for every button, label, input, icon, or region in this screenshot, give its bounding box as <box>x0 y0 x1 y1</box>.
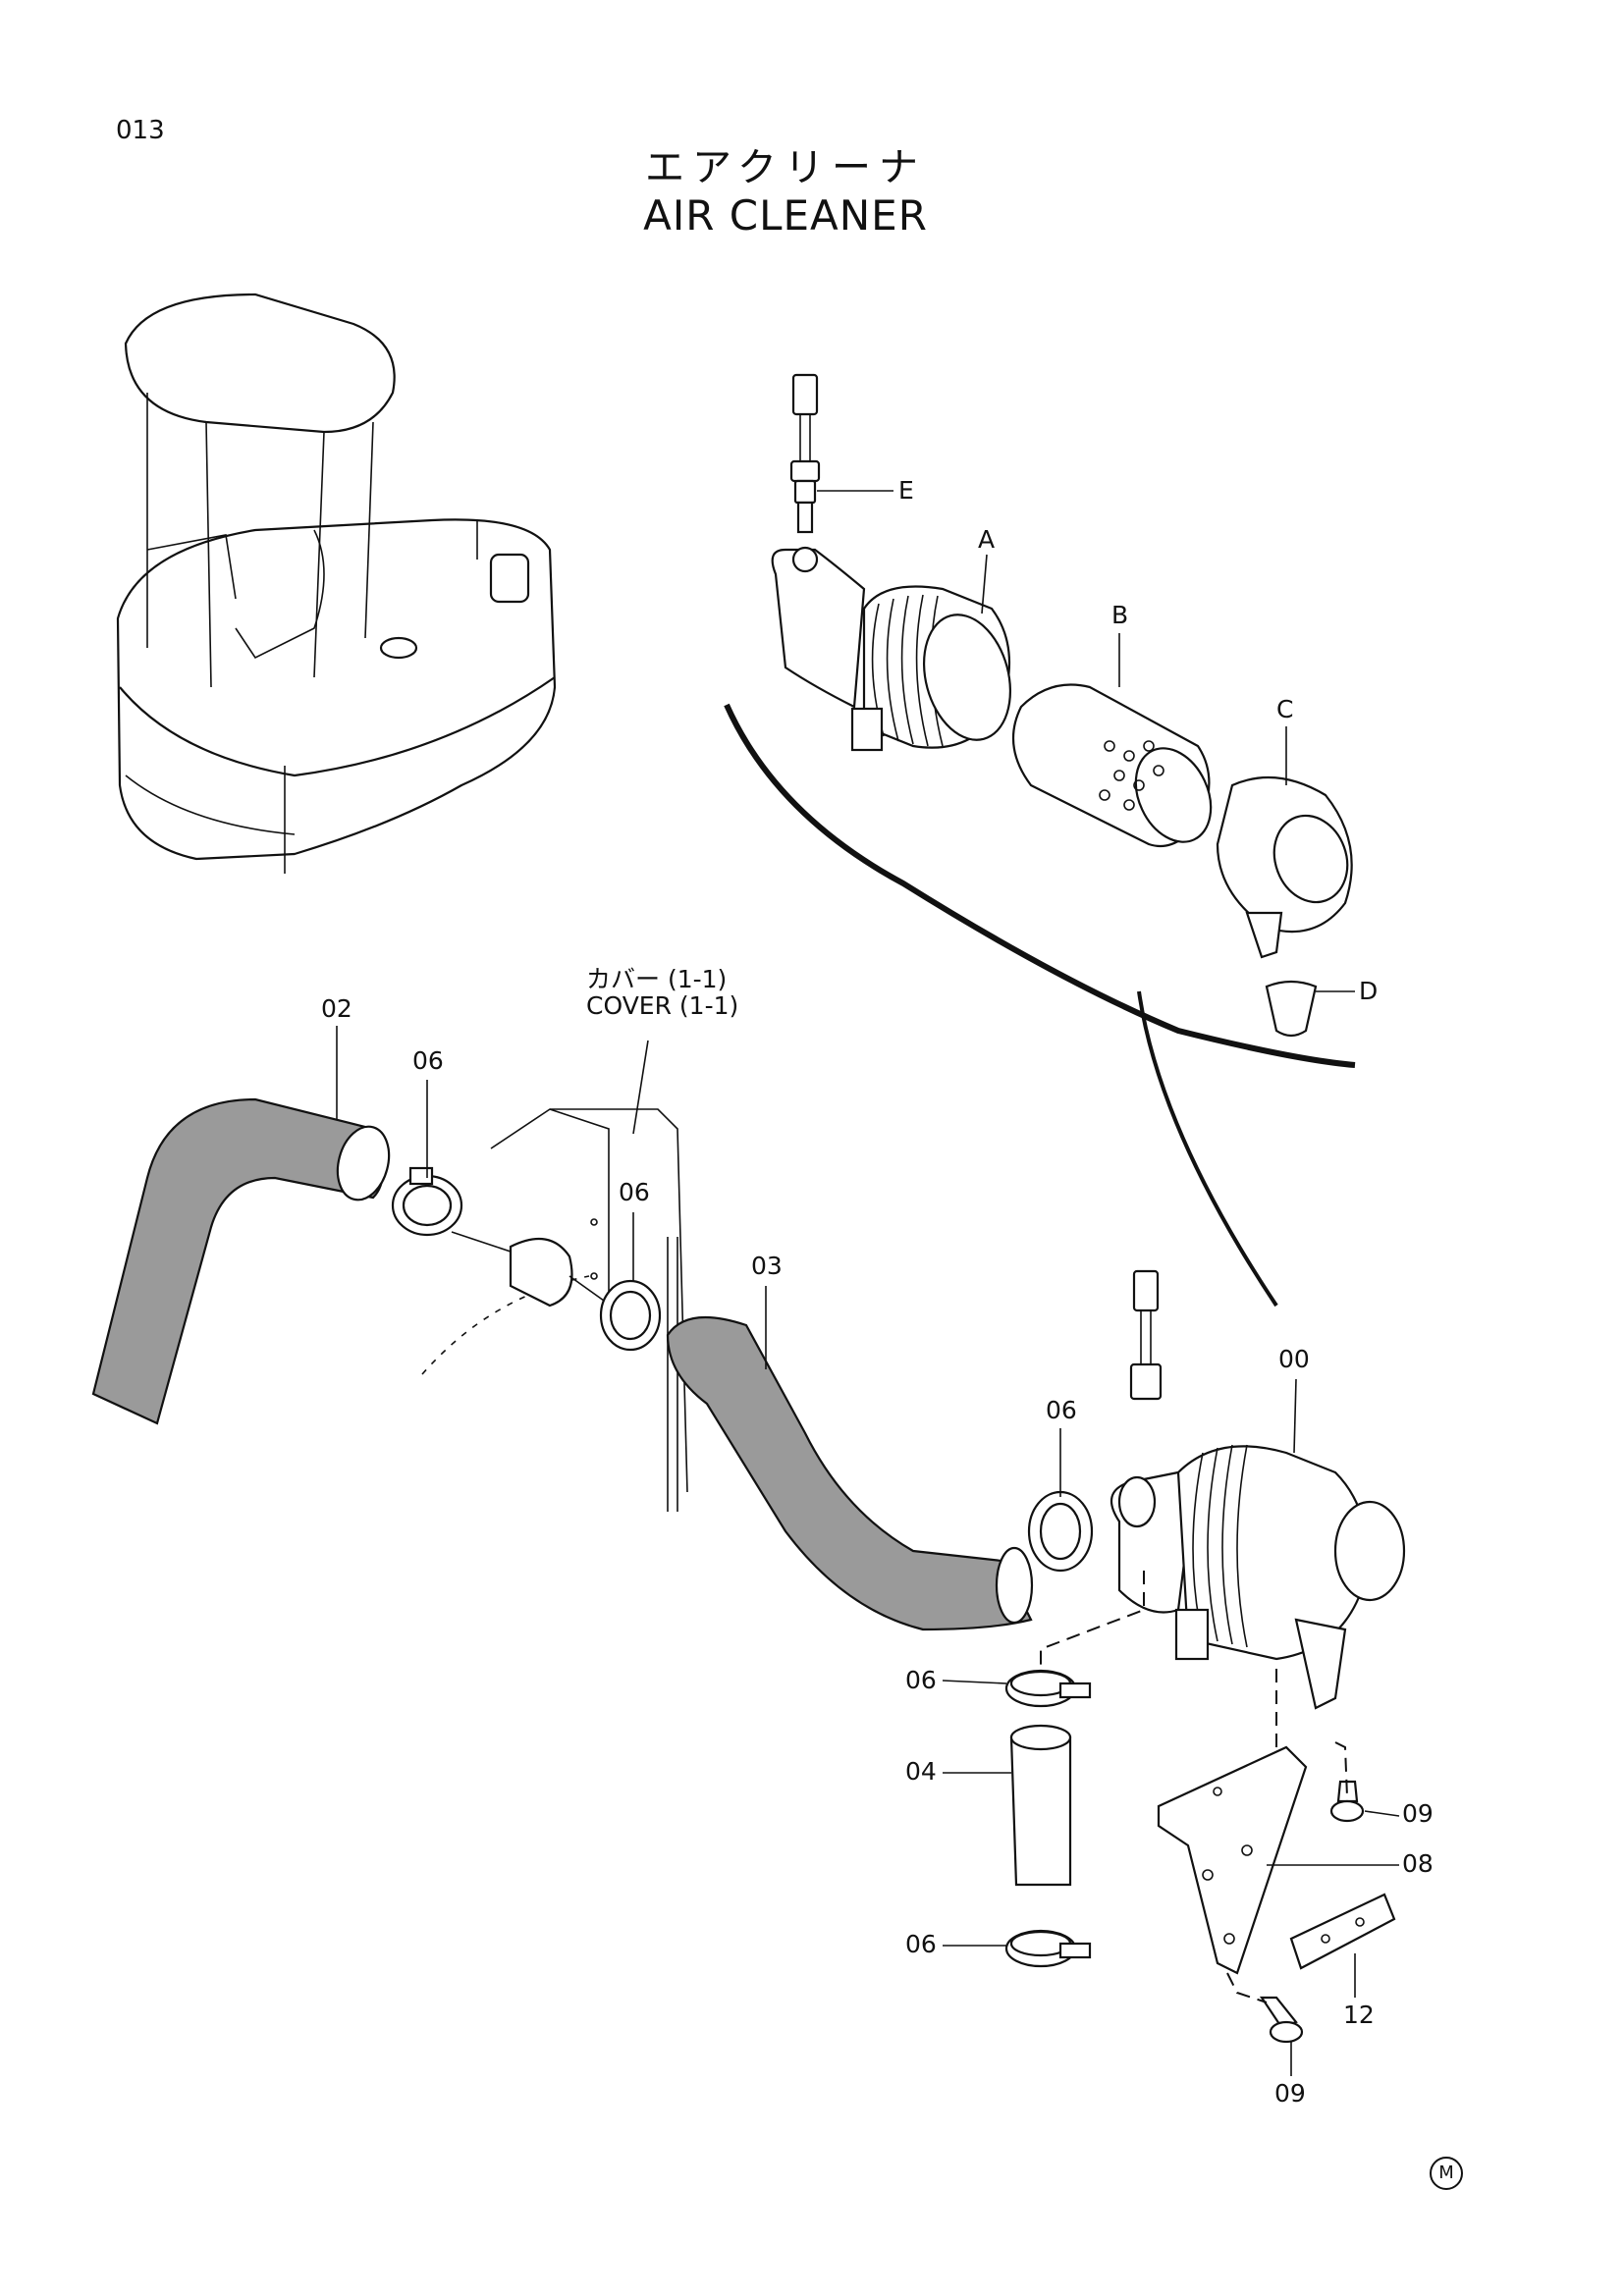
callout-06-top: 06 <box>412 1046 444 1075</box>
callout-09-top: 09 <box>1402 1799 1434 1828</box>
sensor-connector-icon <box>791 373 819 416</box>
cover-note-japanese: カバー (1-1) <box>586 965 728 993</box>
cover-note-english: COVER (1-1) <box>586 991 739 1020</box>
filter-mesh-icon <box>1099 740 1164 811</box>
main-leader-lines <box>336 1026 1400 2076</box>
hose-02 <box>91 1097 384 1425</box>
callout-E: E <box>898 476 914 505</box>
callout-03: 03 <box>751 1252 783 1280</box>
callout-C: C <box>1276 695 1294 723</box>
callout-02: 02 <box>321 994 352 1023</box>
air-cleaner-inset <box>724 373 1356 1068</box>
callout-00: 00 <box>1278 1345 1310 1373</box>
callout-06-right: 06 <box>1046 1396 1077 1424</box>
callout-06-clamp1: 06 <box>905 1666 937 1694</box>
hose-03 <box>666 1315 1033 1631</box>
main-assembly <box>91 1097 1406 2044</box>
page-number: 013 <box>116 116 165 145</box>
inset-leader-lines <box>817 490 1355 1308</box>
callout-06-mid: 06 <box>619 1178 650 1206</box>
title-japanese: エアクリーナ <box>645 145 926 190</box>
callout-A: A <box>978 525 996 554</box>
callout-04: 04 <box>905 1757 937 1786</box>
callout-B: B <box>1111 601 1129 629</box>
callout-08: 08 <box>1402 1849 1434 1878</box>
callout-12: 12 <box>1343 2001 1375 2029</box>
title-english: AIR CLEANER <box>643 191 928 240</box>
callout-D: D <box>1359 977 1379 1005</box>
callout-06-clamp2: 06 <box>905 1930 937 1958</box>
callout-09-bottom: 09 <box>1274 2079 1306 2108</box>
mark-symbol: M <box>1430 2157 1463 2190</box>
machine-overview-illustration <box>116 293 557 874</box>
